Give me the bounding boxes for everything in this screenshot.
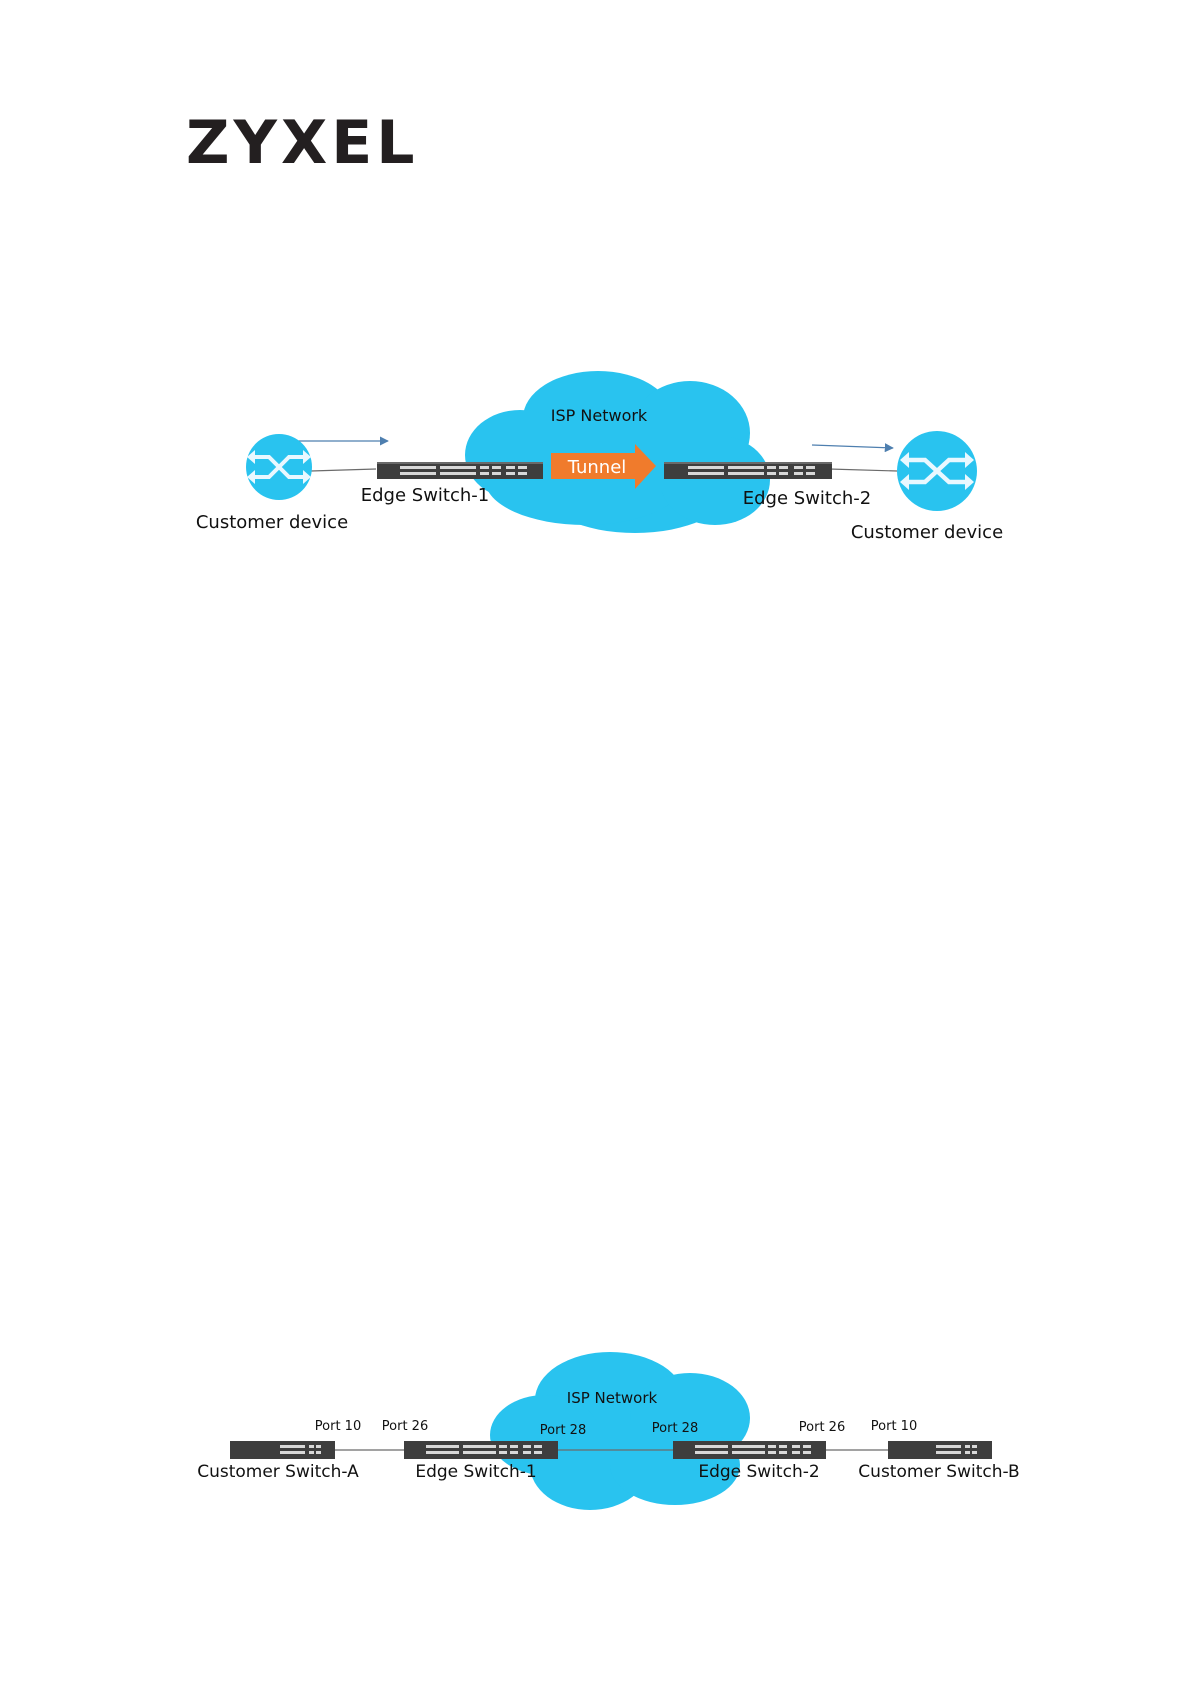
flow-arrow: [811, 443, 894, 453]
customer-device-label-right: Customer device: [851, 522, 1003, 543]
port-label: Port 26: [799, 1420, 845, 1435]
rack-switch-icon: [664, 462, 832, 479]
diagram-ports: ISP Network Customer Switch-A: [197, 1352, 1020, 1510]
cloud-label: ISP Network: [567, 1389, 658, 1407]
tunnel-arrow: Tunnel: [551, 444, 656, 489]
logo-text: ZYXEL: [186, 108, 418, 178]
rack-switch-icon: [377, 462, 543, 479]
edge-switch-1-label: Edge Switch-1: [361, 485, 489, 506]
customer-switch-b-label: Customer Switch-B: [858, 1462, 1019, 1482]
port-label: Port 28: [540, 1423, 586, 1438]
edge-switch-1-label: Edge Switch-1: [415, 1462, 536, 1482]
link-line: [310, 468, 377, 472]
port-label: Port 10: [871, 1419, 917, 1434]
link-line: [828, 468, 898, 472]
customer-device-label-left: Customer device: [196, 512, 348, 533]
rack-switch-icon: [404, 1441, 558, 1459]
port-label: Port 10: [315, 1419, 361, 1434]
rack-switch-icon: [230, 1441, 335, 1459]
rack-switch-icon: [673, 1441, 826, 1459]
tunnel-label: Tunnel: [567, 457, 627, 478]
port-label: Port 28: [652, 1421, 698, 1436]
isp-cloud: [490, 1352, 750, 1510]
port-label: Port 26: [382, 1419, 428, 1434]
edge-switch-2-label: Edge Switch-2: [698, 1462, 819, 1482]
edge-switch-2-label: Edge Switch-2: [743, 488, 871, 509]
diagram-tunnel: ISP Network Tunnel Customer de: [196, 371, 1003, 543]
crossed-arrows-switch-icon: [897, 431, 977, 511]
isp-cloud: [465, 371, 770, 533]
rack-switch-icon: [888, 1441, 992, 1459]
crossed-arrows-switch-icon: [246, 434, 312, 500]
cloud-label: ISP Network: [551, 406, 648, 425]
customer-switch-a-label: Customer Switch-A: [197, 1462, 359, 1482]
zyxel-logo: ZYXEL: [186, 108, 418, 178]
